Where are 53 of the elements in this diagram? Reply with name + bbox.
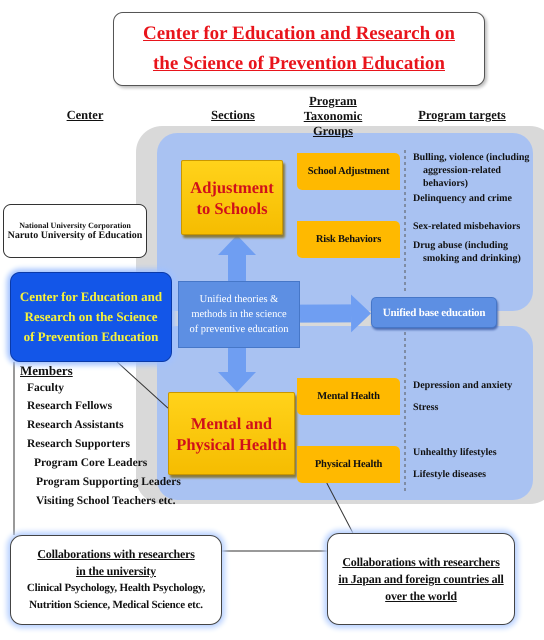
program-target: Depression and anxiety bbox=[413, 379, 514, 392]
section-box bbox=[181, 160, 283, 235]
collaboration-fields: Clinical Psychology, Health Psychology, Nutrition Science, Medical Science etc. bbox=[15, 580, 217, 614]
collaboration-box bbox=[327, 533, 515, 625]
member-item: Research Fellows bbox=[27, 400, 112, 412]
connector-line bbox=[326, 482, 354, 534]
section-title: Mental and Physical Health bbox=[175, 412, 288, 454]
connector-line bbox=[222, 550, 328, 552]
block-arrow bbox=[300, 294, 371, 332]
member-item: Program Core Leaders bbox=[34, 457, 148, 469]
member-item: Research Supporters bbox=[27, 438, 130, 450]
box-label: Center for Education and Research on the Science of Prevention Education bbox=[18, 288, 164, 346]
box-label: Mental Health bbox=[317, 391, 380, 402]
box-label: School Adjustment bbox=[308, 166, 390, 177]
program-target: Stress bbox=[413, 401, 440, 414]
group-box bbox=[297, 446, 400, 483]
group-box bbox=[297, 221, 400, 258]
title: Center for Education and Research on the Science of Prevention Education bbox=[142, 22, 456, 76]
university-name: Naruto University of Education bbox=[8, 230, 142, 241]
box-label: Unified theories & methods in the science of preventive education bbox=[188, 293, 290, 337]
theory-box bbox=[178, 281, 300, 348]
box-label: Unified base education bbox=[382, 306, 486, 318]
base-education-box bbox=[371, 297, 497, 328]
section-title: Adjustment to Schools bbox=[189, 176, 275, 218]
organization-type: National University Corporation bbox=[19, 221, 131, 230]
program-target: Unhealthy lifestyles bbox=[413, 446, 498, 459]
group-box bbox=[297, 153, 400, 190]
program-target: Delinquency and crime bbox=[413, 192, 513, 205]
box-label: Physical Health bbox=[314, 459, 382, 470]
center-box bbox=[10, 272, 172, 362]
block-arrow bbox=[218, 348, 256, 392]
member-item: Program Supporting Leaders bbox=[36, 476, 181, 488]
block-arrow bbox=[218, 235, 256, 281]
connector-line bbox=[116, 362, 168, 409]
collaboration-heading: Collaborations with researchers in Japan and foreign countries all over the world bbox=[338, 554, 504, 604]
column-heading: Program targets bbox=[417, 108, 507, 123]
program-target: Sex-related misbehaviors bbox=[413, 220, 522, 233]
column-heading: Sections bbox=[210, 108, 256, 123]
collaboration-heading: Collaborations with researchers in the university bbox=[36, 546, 196, 580]
column-heading: Center bbox=[66, 108, 104, 123]
member-item: Faculty bbox=[27, 382, 64, 394]
column-heading: Program Taxonomic Groups bbox=[302, 94, 364, 139]
box-label: Risk Behaviors bbox=[316, 234, 382, 245]
member-item: Research Assistants bbox=[27, 419, 124, 431]
collaboration-box bbox=[10, 535, 222, 625]
members-heading: Members bbox=[20, 363, 73, 379]
program-target: Drug abuse (including smoking and drinking) bbox=[413, 239, 522, 265]
university-box bbox=[3, 204, 147, 258]
group-box bbox=[297, 378, 400, 415]
program-target: Bulling, violence (including aggression-related behaviors) bbox=[413, 151, 530, 190]
member-item: Visiting School Teachers etc. bbox=[36, 495, 176, 507]
section-box bbox=[168, 392, 295, 475]
program-target: Lifestyle diseases bbox=[413, 468, 488, 481]
